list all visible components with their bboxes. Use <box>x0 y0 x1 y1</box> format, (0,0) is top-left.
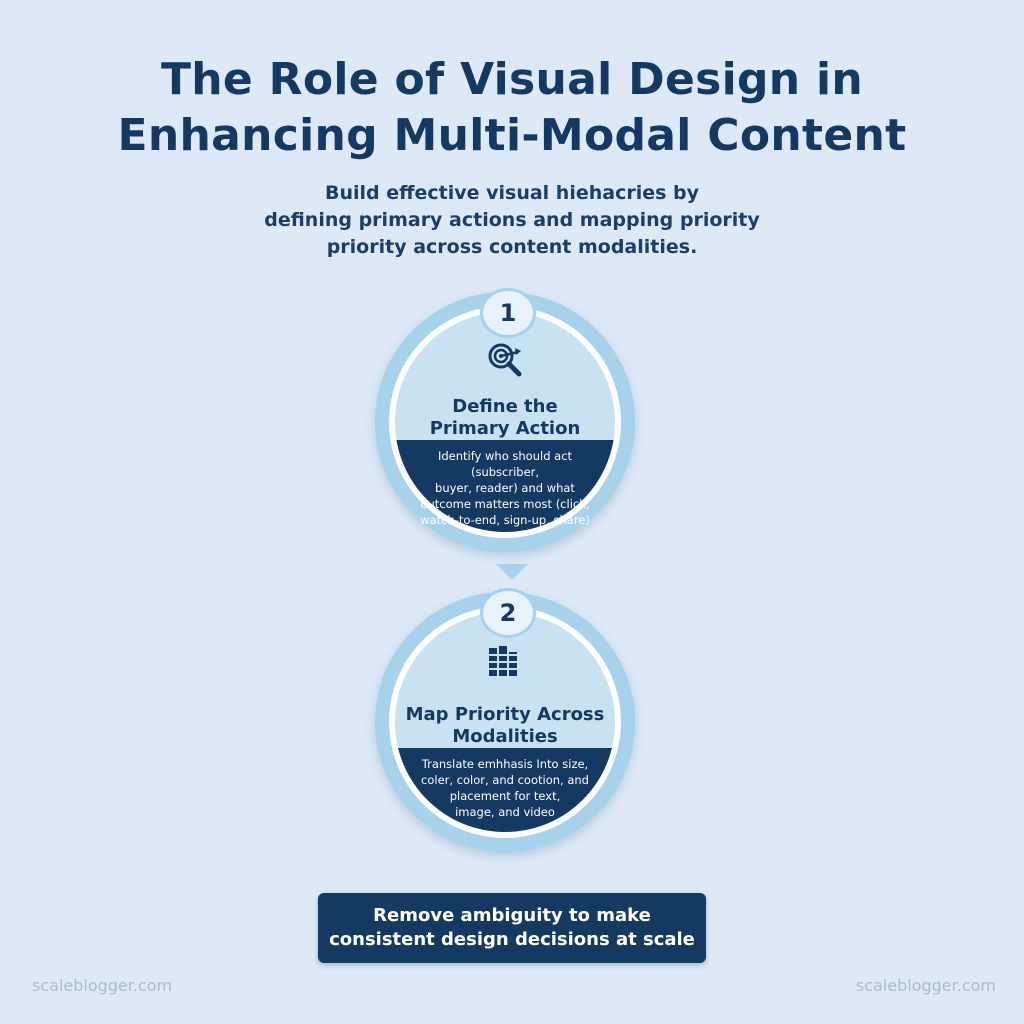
watermark-right: scaleblogger.com <box>855 976 996 995</box>
page-subtitle: Build effective visual hiehacries by def… <box>212 180 812 261</box>
subtitle-line-1: Build effective visual hiehacries by <box>324 182 700 204</box>
step-desc-line-4: image, and video <box>455 805 555 819</box>
title-line-2: Enhancing Multi-Modal Content <box>117 110 907 161</box>
subtitle-line-2: defining primary actions and mapping pri… <box>264 209 760 231</box>
step-description: Identify who should act (subscriber, buy… <box>403 448 607 528</box>
step-2-card: 2 Map Priority Across Modalities Transla… <box>375 588 635 852</box>
step-connector-arrow <box>496 564 528 580</box>
step-title-line-2: Modalities <box>452 726 558 747</box>
footer-line-1: Remove ambiguity to make <box>373 905 651 926</box>
watermark-left: scaleblogger.com <box>32 976 173 995</box>
step-desc-line-1: Translate emhhasis Into size, <box>421 757 589 771</box>
step-1-card: 1 Define the Primary Action Identify who… <box>375 288 635 552</box>
footer-callout: Remove ambiguity to make consistent desi… <box>318 893 706 963</box>
step-title: Define the Primary Action <box>395 396 615 440</box>
step-number-badge: 1 <box>480 288 536 338</box>
step-desc-line-3: placement for text, <box>449 789 561 803</box>
step-disc <box>395 312 615 532</box>
step-description: Translate emhhasis Into size, coler, col… <box>403 756 607 820</box>
title-line-1: The Role of Visual Design in <box>160 54 864 105</box>
step-desc-line-2: buyer, reader) and what <box>435 481 575 495</box>
step-number-badge: 2 <box>480 588 536 638</box>
subtitle-line-3: priority across content modalities. <box>326 236 698 258</box>
step-description-band <box>395 440 615 532</box>
footer-line-2: consistent design decisions at scale <box>329 929 695 950</box>
step-desc-line-3: outcome matters most (click, <box>420 497 590 511</box>
step-desc-line-2: coler, color, and cootion, and <box>421 773 589 787</box>
step-description-band <box>395 748 615 832</box>
bar-blocks-icon <box>485 640 525 680</box>
step-title-line-1: Map Priority Across <box>405 704 605 725</box>
step-desc-line-1: Identify who should act (subscriber, <box>437 449 573 479</box>
step-title-line-2: Primary Action <box>429 418 581 439</box>
step-desc-line-4: watch-to-end, sign-up, share) <box>420 513 590 527</box>
page-title: The Role of Visual Design in Enhancing M… <box>0 52 1024 164</box>
step-title: Map Priority Across Modalities <box>395 704 615 748</box>
target-magnifier-icon <box>485 340 525 380</box>
step-title-line-1: Define the <box>452 396 558 417</box>
